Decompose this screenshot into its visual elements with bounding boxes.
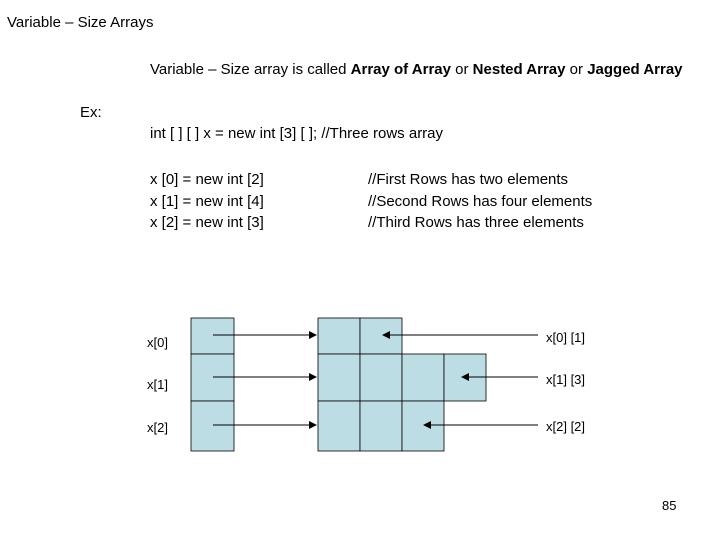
pointer-cell-0 bbox=[190, 317, 235, 355]
row-label-2: x[2] bbox=[147, 420, 168, 435]
element-label-1: x[1] [3] bbox=[546, 372, 586, 387]
intro-text: Variable – Size array is called Array of… bbox=[150, 61, 683, 78]
code-line-2: x [2] = new int [3] bbox=[150, 214, 264, 231]
row1-cell-2 bbox=[401, 353, 445, 402]
page-number: 85 bbox=[662, 498, 677, 513]
intro-or-1: or bbox=[450, 61, 473, 78]
intro-or-2: or bbox=[565, 61, 588, 78]
term-nested-array: Nested Array bbox=[472, 61, 566, 78]
row0-cell-0 bbox=[317, 317, 361, 355]
code-comments: //First Rows has two elements //Second R… bbox=[368, 169, 592, 234]
pointer-cell-2 bbox=[190, 400, 235, 452]
intro-prefix: Variable – Size array is called bbox=[150, 61, 351, 78]
row-label-0: x[0] bbox=[147, 335, 168, 350]
code-lines: x [0] = new int [2] x [1] = new int [4] … bbox=[150, 169, 264, 234]
row1-cell-0 bbox=[317, 353, 361, 402]
row1-cell-1 bbox=[359, 353, 403, 402]
row2-cell-1 bbox=[359, 400, 403, 452]
comment-line-0: //First Rows has two elements bbox=[368, 171, 569, 188]
row2-cell-0 bbox=[317, 400, 361, 452]
code-line-0: x [0] = new int [2] bbox=[150, 171, 264, 188]
row0-cell-1 bbox=[359, 317, 403, 355]
example-label: Ex: bbox=[80, 104, 102, 121]
term-jagged-array: Jagged Array bbox=[587, 61, 683, 78]
array-declaration: int [ ] [ ] x = new int [3] [ ]; //Three… bbox=[150, 125, 444, 142]
element-label-2: x[2] [2] bbox=[546, 419, 586, 434]
row-label-1: x[1] bbox=[147, 377, 168, 392]
term-array-of-array: Array of Array bbox=[350, 61, 451, 78]
slide-title: Variable – Size Arrays bbox=[7, 14, 154, 31]
row2-cell-2 bbox=[401, 400, 445, 452]
code-line-1: x [1] = new int [4] bbox=[150, 192, 264, 210]
comment-line-2: //Third Rows has three elements bbox=[368, 214, 584, 231]
comment-line-1: //Second Rows has four elements bbox=[368, 192, 593, 210]
element-label-0: x[0] [1] bbox=[546, 330, 586, 345]
